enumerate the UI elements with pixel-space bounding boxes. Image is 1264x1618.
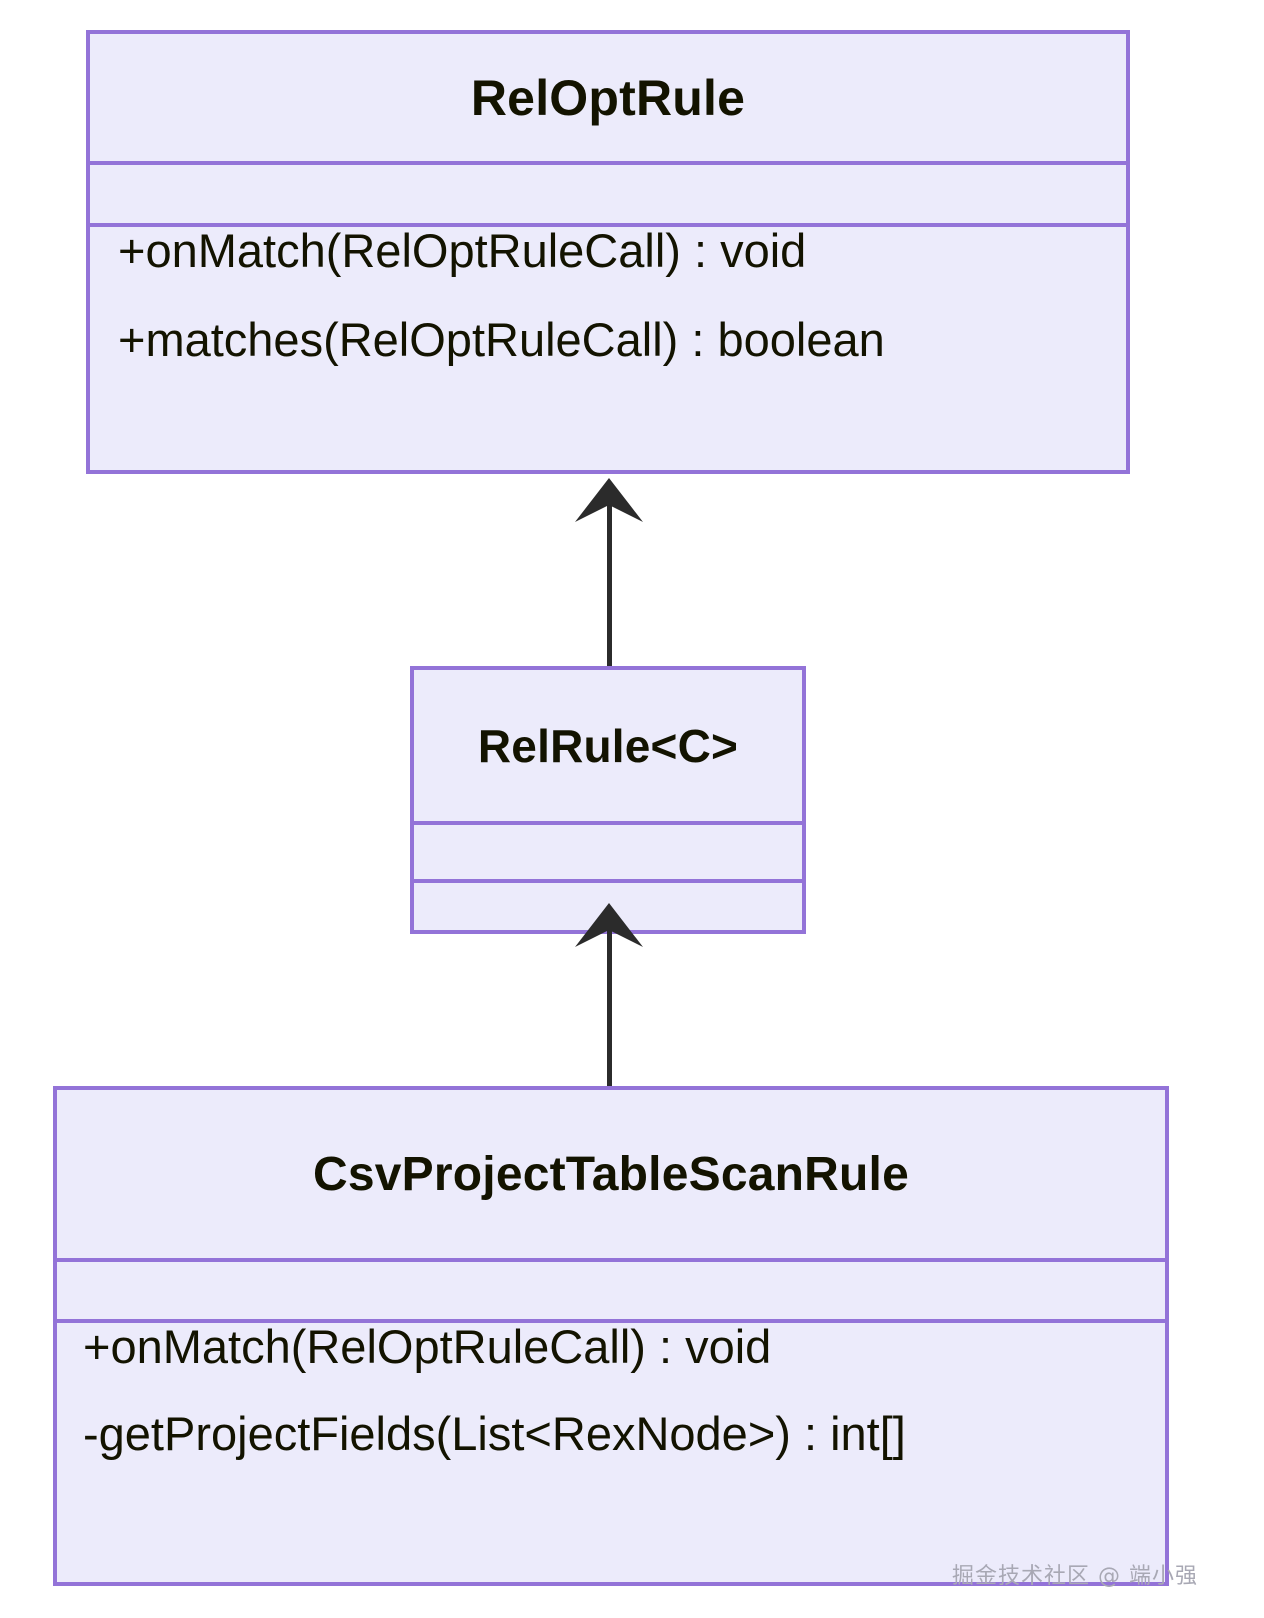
inheritance-connector-csvrule-to-relrule	[607, 930, 612, 1088]
class-method-row: +onMatch(RelOptRuleCall) : void	[118, 224, 807, 277]
class-method-row: -getProjectFields(List<RexNode>) : int[]	[83, 1407, 906, 1460]
watermark-text: 掘金技术社区 @ 端小强	[952, 1564, 1198, 1589]
class-title-csvprojecttablescanrule: CsvProjectTableScanRule	[57, 1090, 1165, 1262]
class-attributes-csvprojecttablescanrule	[57, 1262, 1165, 1323]
class-box-csvprojecttablescanrule[interactable]: CsvProjectTableScanRule +onMatch(RelOptR…	[53, 1086, 1169, 1586]
class-methods-reloptrule: +onMatch(RelOptRuleCall) : void +matches…	[90, 227, 1126, 470]
class-method-row: +matches(RelOptRuleCall) : boolean	[118, 313, 885, 366]
class-box-relrule[interactable]: RelRule<C>	[410, 666, 806, 934]
class-title-relrule: RelRule<C>	[414, 670, 802, 825]
class-method-row: +onMatch(RelOptRuleCall) : void	[83, 1320, 772, 1373]
class-title-reloptrule: RelOptRule	[90, 34, 1126, 165]
inheritance-arrowhead-icon	[572, 903, 646, 951]
class-attributes-relrule	[414, 825, 802, 883]
class-methods-csvprojecttablescanrule: +onMatch(RelOptRuleCall) : void -getProj…	[57, 1323, 1165, 1582]
class-attributes-reloptrule	[90, 165, 1126, 227]
inheritance-connector-relrule-to-reloptrule	[607, 505, 612, 668]
class-box-reloptrule[interactable]: RelOptRule +onMatch(RelOptRuleCall) : vo…	[86, 30, 1130, 474]
inheritance-arrowhead-icon	[572, 478, 646, 526]
